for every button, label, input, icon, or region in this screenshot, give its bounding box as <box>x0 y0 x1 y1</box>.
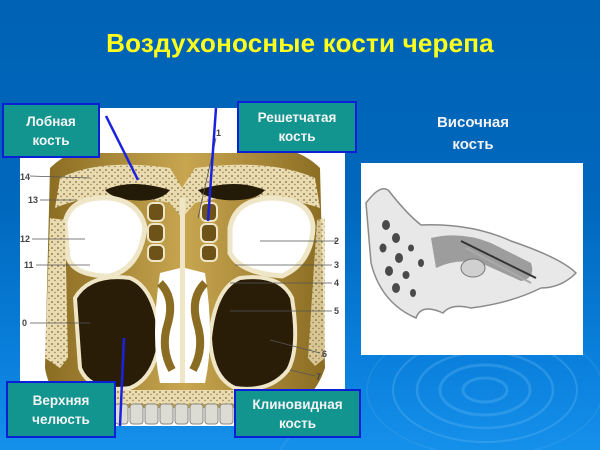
label-sphenoid-bone: Клиновидная кость <box>234 389 361 438</box>
svg-text:14: 14 <box>20 172 30 182</box>
temporal-bone-section-icon <box>365 188 578 320</box>
label-temporal-line1: Височная <box>436 114 510 131</box>
svg-text:2: 2 <box>334 236 339 246</box>
label-ethmoid-bone: Решетчатая кость <box>237 101 357 153</box>
label-frontal-line1: Лобная <box>26 113 76 129</box>
label-sphenoid-line1: Клиновидная <box>252 396 343 412</box>
label-frontal-bone: Лобная кость <box>2 103 100 158</box>
svg-text:12: 12 <box>20 234 30 244</box>
svg-text:5: 5 <box>334 306 339 316</box>
label-ethmoid-line1: Решетчатая <box>257 110 337 125</box>
label-sphenoid-line2: кость <box>278 415 317 431</box>
label-maxilla: Верхняя челюсть <box>6 381 116 438</box>
label-ethmoid-line2: кость <box>278 129 316 144</box>
svg-text:1: 1 <box>216 128 221 138</box>
svg-text:3: 3 <box>334 260 339 270</box>
slide-title: Воздухоносные кости черепа <box>106 28 494 58</box>
svg-text:13: 13 <box>28 195 38 205</box>
svg-text:6: 6 <box>322 349 327 359</box>
label-maxilla-line2: челюсть <box>32 411 90 427</box>
svg-text:4: 4 <box>334 278 339 288</box>
label-maxilla-line1: Верхняя <box>32 392 90 408</box>
label-frontal-line2: кость <box>32 132 70 148</box>
svg-text:7: 7 <box>316 372 321 382</box>
svg-text:0: 0 <box>22 318 27 328</box>
label-temporal-bone: Височная кость <box>398 112 548 156</box>
temporal-bone-illustration <box>361 163 583 355</box>
svg-text:11: 11 <box>24 260 34 270</box>
label-temporal-line2: кость <box>452 136 494 153</box>
